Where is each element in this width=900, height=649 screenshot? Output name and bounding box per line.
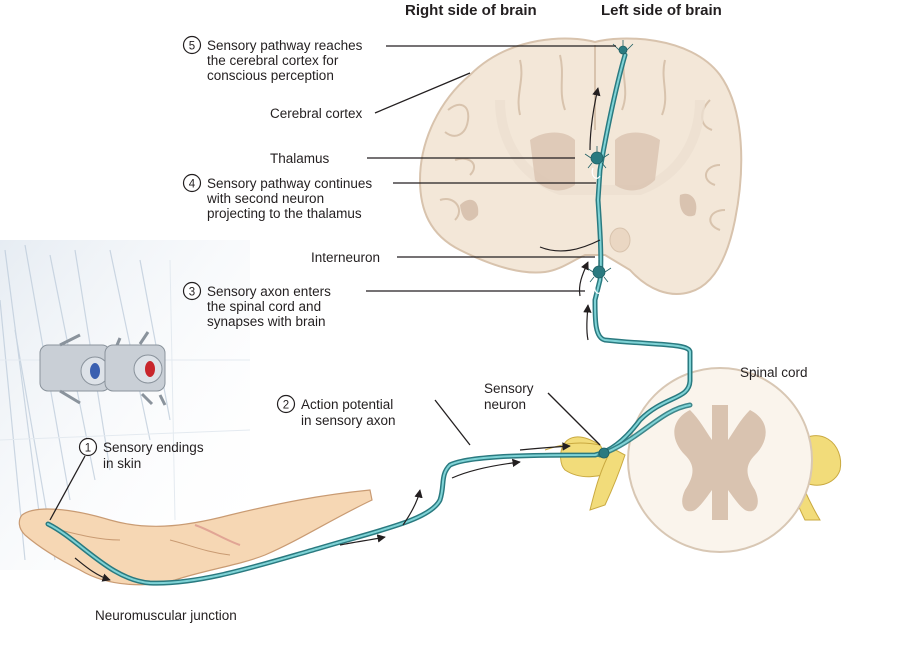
signal-direction-arrows (74, 87, 601, 582)
step-2-line-2: in sensory axon (301, 413, 396, 428)
step-5-line-1: Sensory pathway reaches (207, 38, 363, 53)
step-5-callout: 5 Sensory pathway reaches the cerebral c… (182, 35, 363, 83)
step-1-line-2: in skin (103, 456, 141, 471)
step-1-callout: 1 Sensory endings in skin (78, 437, 204, 471)
step-2-callout: 2 Action potential in sensory axon (276, 394, 396, 428)
step-3-line-2: the spinal cord and (207, 299, 321, 314)
label-neuromuscular-junction: Neuromuscular junction (95, 608, 237, 623)
label-cerebral-cortex: Cerebral cortex (270, 106, 363, 121)
label-sensory-neuron-line-1: Sensory (484, 381, 534, 396)
step-4-line-1: Sensory pathway continues (207, 176, 372, 191)
header-right-side-of-brain: Right side of brain (405, 2, 537, 19)
step-5-line-3: conscious perception (207, 68, 334, 83)
shower-faucet-hot-icon (104, 331, 167, 406)
step-4-line-3: projecting to the thalamus (207, 206, 362, 221)
spinal-cord (544, 367, 842, 553)
header-left-side-of-brain: Left side of brain (601, 2, 722, 19)
sensory-axon-pathway (45, 40, 693, 586)
forearm-and-hand (18, 489, 373, 586)
step-3-callout: 3 Sensory axon enters the spinal cord an… (182, 281, 331, 329)
step-3-number: 3 (189, 287, 195, 299)
step-4-callout: 4 Sensory pathway continues with second … (182, 173, 372, 221)
brain-coronal-section (418, 37, 743, 295)
step-4-number: 4 (189, 179, 196, 191)
label-thalamus: Thalamus (270, 151, 330, 166)
step-2-number: 2 (283, 400, 289, 412)
leader-lines (49, 45, 616, 521)
step-5-line-2: the cerebral cortex for (207, 53, 339, 68)
step-1-line-1: Sensory endings (103, 440, 204, 455)
shower-faucet-cold-icon (39, 333, 122, 405)
label-interneuron: Interneuron (311, 250, 380, 265)
step-3-line-1: Sensory axon enters (207, 284, 331, 299)
step-3-line-3: synapses with brain (207, 314, 326, 329)
step-2-line-1: Action potential (301, 397, 393, 412)
step-1-number: 1 (85, 443, 91, 455)
label-sensory-neuron-line-2: neuron (484, 397, 526, 412)
label-spinal-cord: Spinal cord (740, 365, 808, 380)
step-4-line-2: with second neuron (206, 191, 324, 206)
step-5-number: 5 (189, 41, 195, 53)
